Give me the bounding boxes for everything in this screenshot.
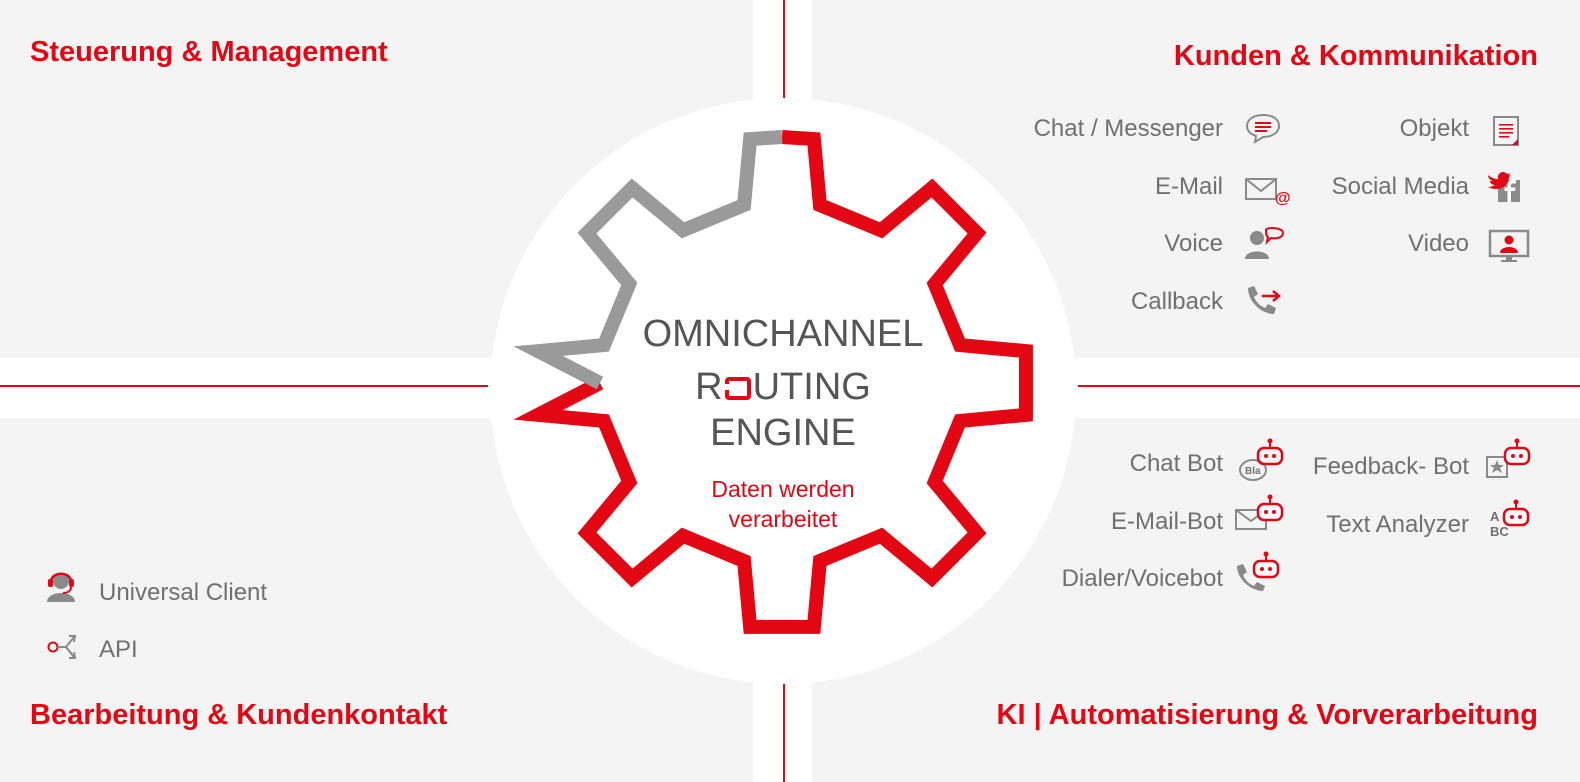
heading-steuerung: Steuerung & Management xyxy=(30,36,388,68)
engine-subtitle-line1: Daten werden xyxy=(711,476,855,502)
voice-person-icon xyxy=(1245,227,1285,259)
heading-kunden: Kunden & Kommunikation xyxy=(1173,40,1538,72)
engine-title-line3: ENGINE xyxy=(710,412,856,454)
channel-email: E-Mail xyxy=(1154,173,1223,200)
routing-logo-icon xyxy=(724,377,751,400)
channel-voice: Voice xyxy=(1164,230,1223,257)
chat-bubble-icon xyxy=(1245,113,1281,144)
heading-bearbeitung: Bearbeitung & Kundenkontakt xyxy=(30,699,448,731)
bot-email-bot: E-Mail-Bot xyxy=(1110,508,1223,535)
divider-bottom xyxy=(783,676,785,782)
channel-video: Video xyxy=(1408,230,1469,257)
bot-dialer-voicebot: Dialer/Voicebot xyxy=(1061,565,1223,592)
engine-subtitle-line2: verarbeitet xyxy=(728,506,838,532)
divider-right xyxy=(1078,385,1580,387)
agent-headset-icon xyxy=(47,572,75,602)
chat-bot-icon: Bla xyxy=(1239,438,1284,481)
voice-bot-icon xyxy=(1237,551,1280,591)
svg-text:A: A xyxy=(1490,509,1500,524)
bot-text-analyzer: Text Analyzer xyxy=(1326,511,1469,538)
engine-title-r: R xyxy=(695,366,723,408)
bot-chat-bot: Chat Bot xyxy=(1129,450,1223,477)
engine-title-uting: UTING xyxy=(752,366,871,408)
api-share-icon xyxy=(47,635,77,659)
channel-callback: Callback xyxy=(1130,288,1223,315)
feedback-bot-icon xyxy=(1486,438,1531,478)
email-at-icon: @ xyxy=(1245,178,1290,206)
svg-text:Bla: Bla xyxy=(1245,466,1261,477)
email-bot-icon xyxy=(1235,494,1284,530)
text-analyzer-bot-icon: A BC xyxy=(1490,499,1530,539)
bot-feedback-bot: Feedback- Bot xyxy=(1312,453,1469,480)
item-api: API xyxy=(99,636,138,663)
item-universal-client: Universal Client xyxy=(99,579,268,606)
divider-top xyxy=(783,0,785,100)
document-icon xyxy=(1493,116,1519,146)
svg-text:@: @ xyxy=(1275,190,1290,206)
divider-left xyxy=(0,385,488,387)
channel-chat-messenger: Chat / Messenger xyxy=(1033,115,1223,142)
channel-objekt: Objekt xyxy=(1399,115,1469,142)
engine-title-line1: OMNICHANNEL xyxy=(642,313,924,355)
video-monitor-icon xyxy=(1488,229,1530,262)
engine-title-line2: R UTING xyxy=(600,368,966,406)
phone-callback-icon xyxy=(1248,286,1281,314)
heading-ki: KI | Automatisierung & Vorverarbeitung xyxy=(996,699,1538,731)
twitter-facebook-icon xyxy=(1488,172,1520,202)
svg-text:BC: BC xyxy=(1490,524,1509,539)
channel-social-media: Social Media xyxy=(1331,173,1469,200)
